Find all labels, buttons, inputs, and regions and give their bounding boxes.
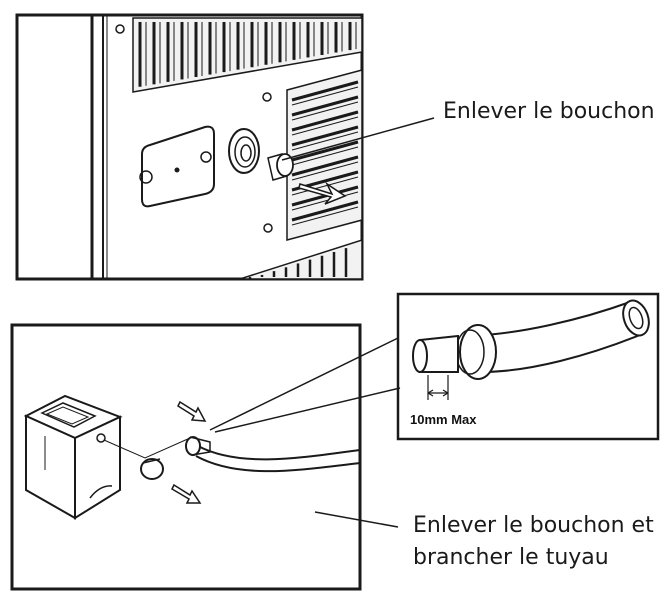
bottom-caption-line1: Enlever le bouchon et xyxy=(413,513,654,538)
vent-slat xyxy=(291,155,359,177)
dimension-label: 10mm Max xyxy=(410,412,477,427)
vent-slat xyxy=(291,176,359,196)
lower-arrow xyxy=(171,483,202,504)
upper-arrow xyxy=(177,400,207,422)
upper-vent-grille xyxy=(132,17,363,93)
vent-slat xyxy=(291,200,359,222)
drain-outlet xyxy=(228,128,260,174)
cover-plate xyxy=(139,125,215,208)
bottom-panel xyxy=(10,323,401,591)
removal-arrow xyxy=(298,181,347,205)
vent-slat xyxy=(291,131,359,151)
bottom-caption-line2: brancher le tuyau xyxy=(413,545,609,570)
unit-plug xyxy=(140,458,164,480)
top-caption-leader xyxy=(281,117,435,161)
vent-slat xyxy=(291,140,359,162)
inset-frame xyxy=(396,292,660,441)
top-panel xyxy=(15,13,435,281)
vent-slat xyxy=(291,95,359,117)
drain-hose xyxy=(185,436,361,473)
top-caption: Enlever le bouchon xyxy=(443,99,655,124)
vent-slat xyxy=(291,161,359,181)
screw-hole xyxy=(115,24,125,34)
vent-slat xyxy=(291,206,359,226)
bottom-vent-strip xyxy=(239,238,363,280)
hose-connection-inset xyxy=(396,292,660,441)
vent-slat xyxy=(291,146,359,166)
vent-slat xyxy=(291,110,359,132)
vent-slat xyxy=(291,80,359,102)
vent-slat xyxy=(291,191,359,211)
dehumidifier-unit xyxy=(23,394,123,520)
vent-slat xyxy=(291,101,359,121)
vent-slat xyxy=(291,125,359,147)
vent-slat xyxy=(291,116,359,136)
bottom-caption-leader xyxy=(314,511,399,528)
bottom-panel-frame xyxy=(10,323,362,591)
vent-slat xyxy=(291,86,359,106)
